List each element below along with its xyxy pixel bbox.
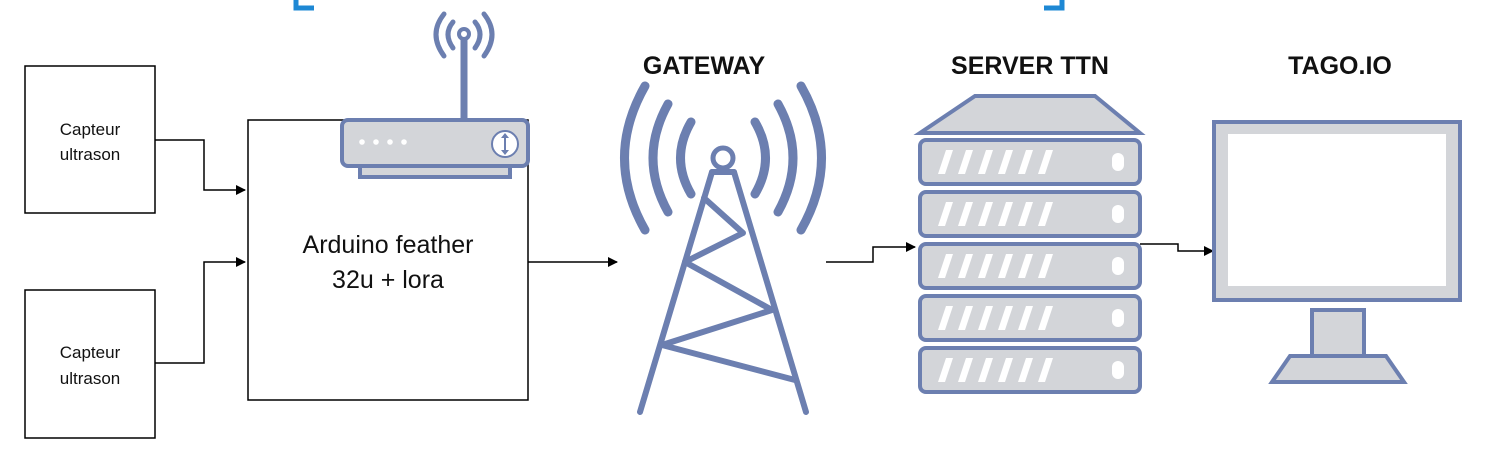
sensor-2-box: Capteur ultrason	[24, 289, 156, 439]
monitor-icon	[1212, 120, 1462, 384]
arduino-label-line1: Arduino feather	[303, 231, 474, 259]
top-bracket-fragments	[293, 0, 1065, 11]
server-unit	[918, 294, 1142, 342]
server-status-light	[1112, 205, 1124, 223]
server-vent-slot	[958, 254, 973, 278]
server-vent-slot	[998, 254, 1013, 278]
server-vent-slot	[1018, 202, 1033, 226]
server-unit	[918, 242, 1142, 290]
server-vent-slot	[1038, 306, 1053, 330]
connectors	[155, 139, 1214, 364]
arduino-label-line2: 32u + lora	[332, 266, 444, 294]
server-rack-icon	[913, 94, 1146, 394]
gateway-title: GATEWAY	[643, 52, 766, 80]
radio-tower-icon	[620, 81, 826, 415]
server-vent-slot	[938, 254, 953, 278]
sensor-2-label-line2: ultrason	[60, 369, 120, 388]
server-status-light	[1112, 153, 1124, 171]
server-vent-slot	[1018, 150, 1033, 174]
tago-title: TAGO.IO	[1288, 52, 1392, 80]
server-vent-slot	[958, 306, 973, 330]
server-vent-slot	[978, 358, 993, 382]
server-vent-slot	[958, 150, 973, 174]
server-vent-slot	[998, 150, 1013, 174]
server-vent-slot	[938, 150, 953, 174]
server-status-light	[1112, 257, 1124, 275]
server-vent-slot	[938, 358, 953, 382]
server-vent-slot	[978, 150, 993, 174]
sensor-2-label-line1: Capteur	[60, 343, 121, 362]
server-unit	[918, 138, 1142, 186]
server-vent-slot	[998, 358, 1013, 382]
server-vent-slot	[978, 202, 993, 226]
sensor-1-label-line2: ultrason	[60, 145, 120, 164]
server-status-light	[1112, 361, 1124, 379]
server-units	[918, 138, 1142, 394]
server-unit	[918, 190, 1142, 238]
server-vent-slot	[1038, 254, 1053, 278]
server-vent-slot	[1038, 150, 1053, 174]
server-vent-slot	[958, 358, 973, 382]
server-vent-slot	[938, 202, 953, 226]
sensor-1-label-line1: Capteur	[60, 120, 121, 139]
connector-sensor2-to-arduino	[155, 257, 246, 364]
server-vent-slot	[978, 306, 993, 330]
sensor-1-box: Capteur ultrason	[24, 65, 156, 214]
server-vent-slot	[938, 306, 953, 330]
server-status-light	[1112, 309, 1124, 327]
server-vent-slot	[958, 202, 973, 226]
server-title: SERVER TTN	[951, 52, 1109, 80]
connector-server-to-tago	[1140, 243, 1214, 256]
server-vent-slot	[1018, 254, 1033, 278]
server-vent-slot	[998, 306, 1013, 330]
server-vent-slot	[1018, 358, 1033, 382]
server-vent-slot	[1038, 202, 1053, 226]
server-vent-slot	[1018, 306, 1033, 330]
connector-sensor1-to-arduino	[155, 139, 246, 195]
server-vent-slot	[1038, 358, 1053, 382]
server-vent-slot	[978, 254, 993, 278]
server-vent-slot	[998, 202, 1013, 226]
lora-radio-module-icon	[340, 11, 530, 179]
server-unit	[918, 346, 1142, 394]
connector-gateway-to-server	[826, 242, 916, 263]
